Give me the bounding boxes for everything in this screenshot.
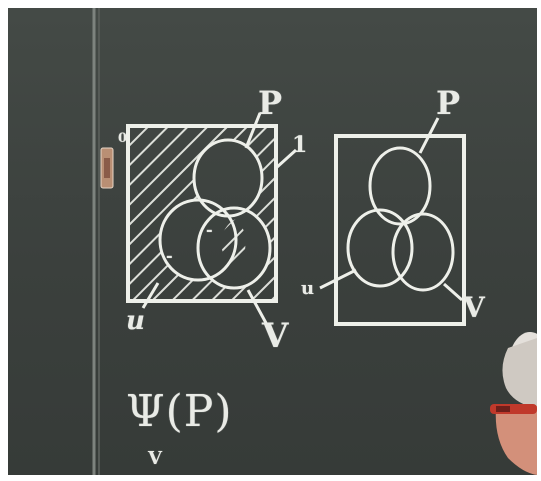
- label-right-u: u: [301, 278, 315, 299]
- label-corner-1: 1: [292, 132, 308, 158]
- region-mark-center: -: [206, 220, 214, 239]
- formula-subscript: V: [148, 448, 163, 469]
- right-venn-diagram: [320, 118, 464, 324]
- chalkboard: 0 1 P u V - - P u V Ψ(P) V: [8, 8, 537, 475]
- lecturer-figure: [490, 332, 537, 475]
- board-tag-inner: [104, 158, 110, 178]
- right-pointer-v: [444, 284, 462, 300]
- left-venn-diagram: [128, 113, 296, 323]
- formula-psi-p: Ψ(P): [126, 386, 233, 437]
- label-left-p: P: [258, 84, 283, 122]
- region-mark-left: -: [166, 246, 174, 265]
- label-left-u: u: [126, 306, 146, 336]
- right-circle-v: [393, 214, 453, 290]
- label-right-p: P: [436, 84, 461, 122]
- right-circle-u: [348, 210, 412, 286]
- label-left-v: V: [262, 316, 289, 356]
- label-corner-0: 0: [118, 131, 128, 146]
- label-right-v: V: [463, 291, 486, 324]
- chalk-drawings: [8, 8, 537, 475]
